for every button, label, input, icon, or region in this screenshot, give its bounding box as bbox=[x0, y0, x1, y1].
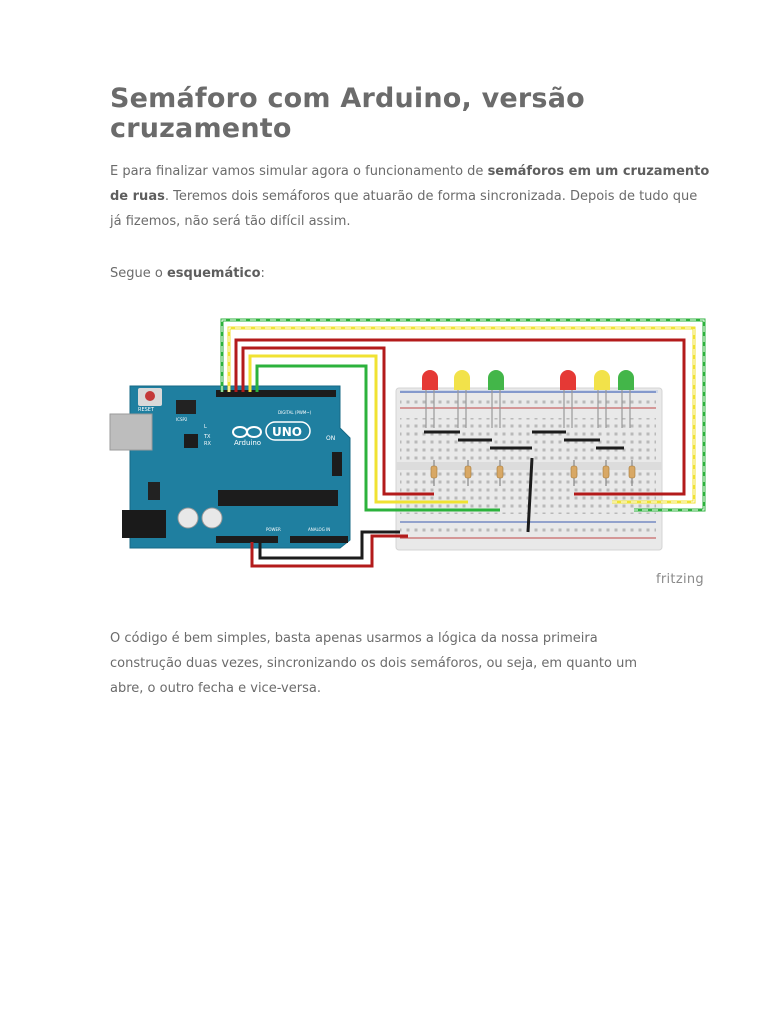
fritzing-watermark: fritzing bbox=[656, 572, 704, 587]
svg-text:RX: RX bbox=[204, 441, 211, 447]
svg-text:RESET: RESET bbox=[138, 407, 155, 413]
led-green-1 bbox=[488, 370, 504, 390]
wires bbox=[220, 318, 706, 568]
svg-text:ON: ON bbox=[326, 435, 335, 442]
led-red-1 bbox=[422, 370, 438, 390]
jumpers bbox=[424, 430, 624, 450]
svg-text:DIGITAL (PWM~): DIGITAL (PWM~) bbox=[278, 410, 312, 415]
svg-text:ANALOG IN: ANALOG IN bbox=[308, 527, 330, 532]
usb-port bbox=[109, 413, 153, 451]
leds bbox=[422, 370, 634, 428]
circuit-diagram: RESET ICSP2 DIGITAL (PWM~) L TX RX ON Ar… bbox=[109, 318, 706, 568]
svg-text:POWER: POWER bbox=[266, 527, 281, 532]
reset-button bbox=[145, 391, 155, 401]
led-yellow-2 bbox=[594, 370, 610, 390]
svg-text:Arduino: Arduino bbox=[234, 439, 261, 447]
power-header bbox=[216, 536, 278, 543]
analog-header bbox=[290, 536, 348, 543]
schematic-bold-text: esquemático bbox=[166, 266, 261, 281]
microcontroller-chip bbox=[218, 490, 338, 506]
arduino-board: RESET ICSP2 DIGITAL (PWM~) L TX RX ON Ar… bbox=[109, 385, 351, 549]
svg-text:L: L bbox=[204, 424, 207, 430]
svg-text:UNO: UNO bbox=[272, 425, 302, 439]
led-yellow-1 bbox=[454, 370, 470, 390]
intro-bold-text: semáforos em um cruzamento de ruas bbox=[110, 164, 710, 204]
svg-text:TX: TX bbox=[203, 434, 211, 440]
resistors bbox=[430, 460, 636, 486]
power-jack bbox=[122, 510, 166, 538]
led-green-2 bbox=[618, 370, 634, 390]
led-red-2 bbox=[560, 370, 576, 390]
circuit-figure: RESET ICSP2 DIGITAL (PWM~) L TX RX ON Ar… bbox=[100, 310, 720, 600]
svg-text:ICSP2: ICSP2 bbox=[176, 417, 188, 422]
schematic-intro: Segue o esquemático: bbox=[110, 266, 265, 281]
closing-paragraph: O código é bem simples, basta apenas usa… bbox=[110, 631, 637, 696]
intro-paragraph: E para finalizar vamos simular agora o f… bbox=[110, 164, 710, 229]
article: Semáforo com Arduino, versão cruzamento … bbox=[110, 84, 710, 286]
page-title: Semáforo com Arduino, versão cruzamento bbox=[110, 83, 585, 144]
arduino-logo: Arduino UNO bbox=[232, 421, 311, 447]
digital-header bbox=[216, 390, 336, 397]
